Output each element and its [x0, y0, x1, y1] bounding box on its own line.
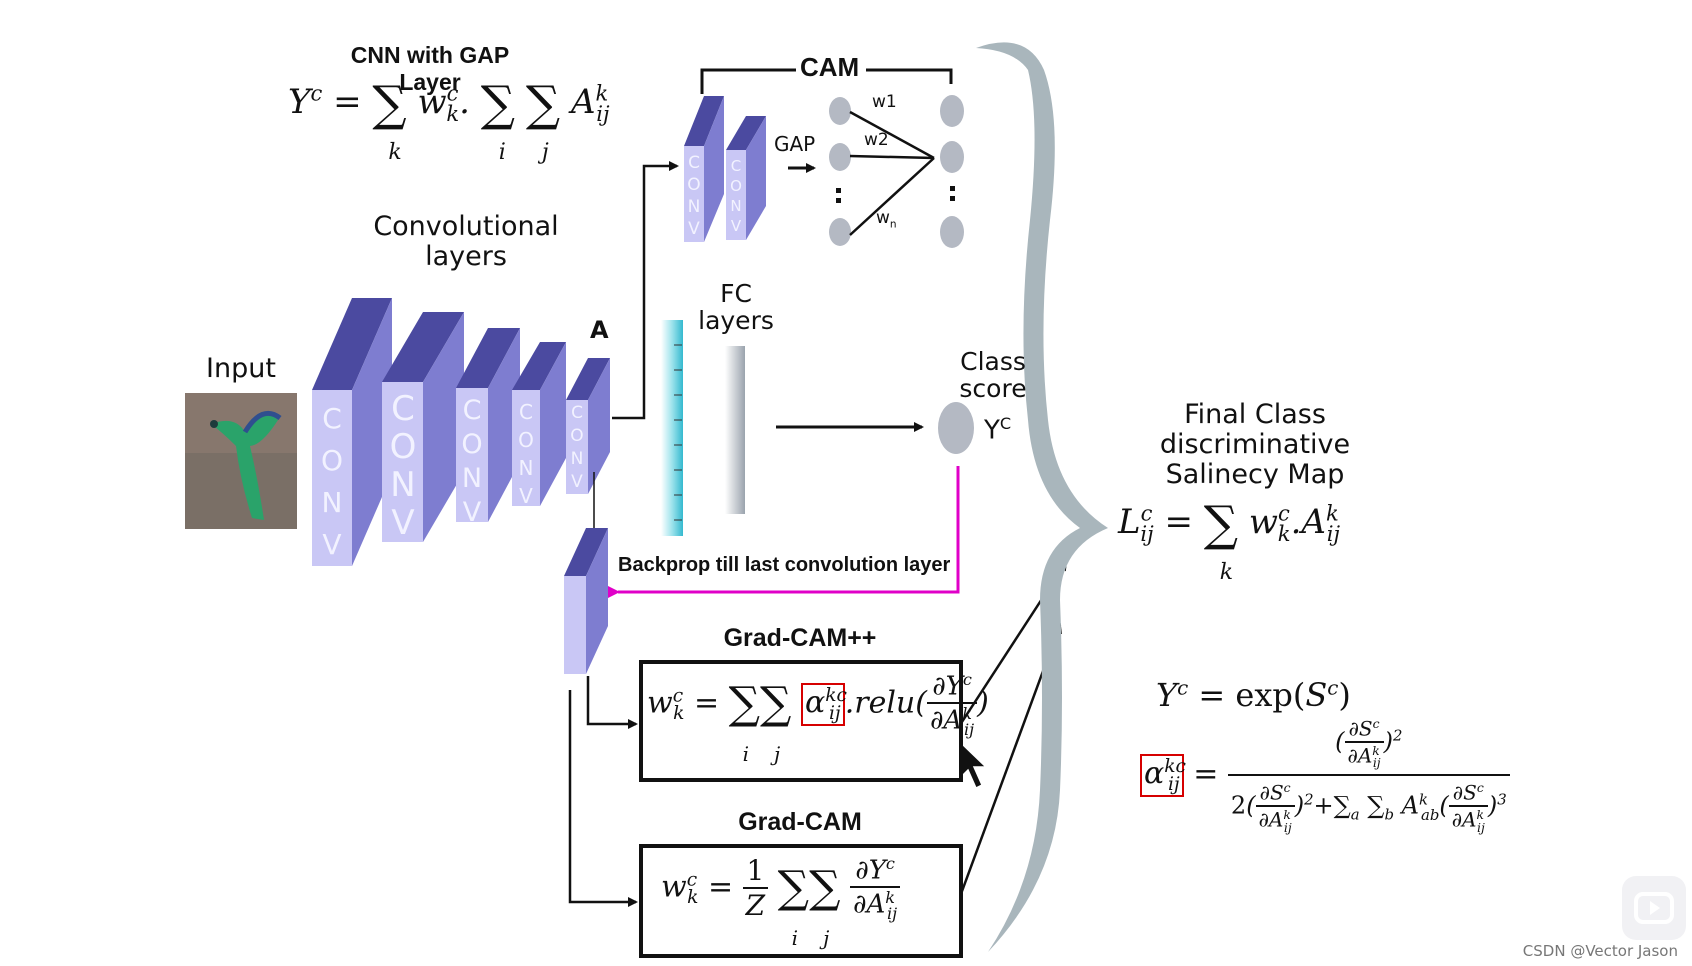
conv-label-2: CONV: [389, 389, 417, 543]
class-score-symbol: YC: [984, 414, 1011, 446]
gap-label: GAP: [774, 132, 816, 156]
fc-layers-label: FC layers: [676, 280, 796, 334]
conv-label-5: CONV: [570, 403, 584, 492]
class-score-y: Y: [984, 415, 1000, 446]
backprop-arrow: [606, 466, 960, 599]
class-score-label: Class score: [938, 348, 1048, 402]
w1-label: w1: [872, 92, 897, 112]
conv-block-5: [566, 358, 610, 494]
cam-conv-block-2: [726, 116, 766, 240]
cam-conv-label-2: CONV: [730, 157, 742, 235]
class-score-sup: C: [999, 414, 1012, 433]
fc-line-2: layers: [698, 306, 774, 335]
mouse-cursor-icon: [959, 740, 988, 790]
gradient-conv-block: [564, 528, 608, 674]
final-line-3: Salinecy Map: [1165, 459, 1345, 490]
cam-conv-block-1: [684, 96, 724, 242]
cam-label: CAM: [800, 52, 860, 82]
grad-cam-title: Grad-CAM: [738, 808, 862, 836]
cnn-gap-title: CNN with GAP Layer: [350, 42, 510, 95]
conv-block-4: [512, 342, 566, 506]
alpha-highlight: αkcij: [1140, 754, 1186, 798]
to-gradcampp-arrow: [586, 676, 638, 729]
feature-to-cam-arrow: [612, 161, 679, 420]
conv-layers-line-2: layers: [425, 241, 507, 272]
wn-label: wn: [876, 208, 897, 230]
backprop-label: Backprop till last convolution layer: [618, 554, 951, 576]
saliency-formula: Lcij = ∑k wck.Akij: [1118, 496, 1341, 585]
weight-lines: [849, 110, 935, 236]
wn-w: w: [876, 208, 890, 228]
gap-formula: Yc = ∑k wck. ∑i ∑j Akij: [288, 76, 610, 165]
class-score-line-1: Class: [960, 347, 1026, 376]
exp-formula: Yc = exp(Sc): [1156, 676, 1351, 714]
conv-label-4: CONV: [518, 400, 534, 508]
input-label: Input: [206, 353, 276, 384]
cam-bracket-right: [866, 68, 953, 84]
conv-block-2: [382, 312, 464, 542]
combination-brace: [976, 42, 1108, 952]
fc-layer-grey: [725, 346, 745, 514]
conv-block-1: [312, 298, 392, 566]
wn-sub: n: [889, 218, 897, 231]
fc-line-1: FC: [720, 279, 752, 308]
conv-layers-line-1: Convolutional: [373, 211, 559, 242]
class-score-line-2: score: [959, 374, 1027, 403]
conv-label-1: CONV: [320, 402, 344, 561]
to-gradcam-arrow: [568, 690, 638, 907]
cam-bracket-left: [700, 68, 796, 94]
grad-cam-pp-title: Grad-CAM++: [723, 624, 877, 652]
w2-label: w2: [864, 130, 889, 150]
conv-label-3: CONV: [461, 395, 483, 528]
play-button-icon[interactable]: [1622, 876, 1686, 940]
gradcampp-formula: wck = ∑i∑j αkcij.relu(∂Yc∂Akij): [647, 670, 989, 767]
final-line-2: discriminative: [1159, 429, 1351, 460]
conv-layers-label: Convolutional layers: [356, 212, 576, 272]
gap-nodes: [829, 95, 964, 248]
cam-conv-label-1: CONV: [687, 153, 701, 239]
conv-block-3: [456, 328, 520, 522]
class-score-node: [938, 402, 974, 454]
watermark: CSDN @Vector Jason: [1522, 942, 1678, 960]
fc-layer-cyan: [661, 320, 683, 536]
input-image: [185, 393, 297, 529]
gradcampp-formula-box: wck = ∑i∑j αkcij.relu(∂Yc∂Akij): [639, 660, 989, 782]
feature-map-a-label: A: [590, 316, 609, 344]
final-line-1: Final Class: [1184, 399, 1326, 430]
alpha-formula: αkcij = (∂Sc∂Akij)2 2(∂Sc∂Akij)2+∑a ∑b A…: [1140, 716, 1510, 835]
final-map-label: Final Class discriminative Salinecy Map: [1130, 400, 1380, 490]
